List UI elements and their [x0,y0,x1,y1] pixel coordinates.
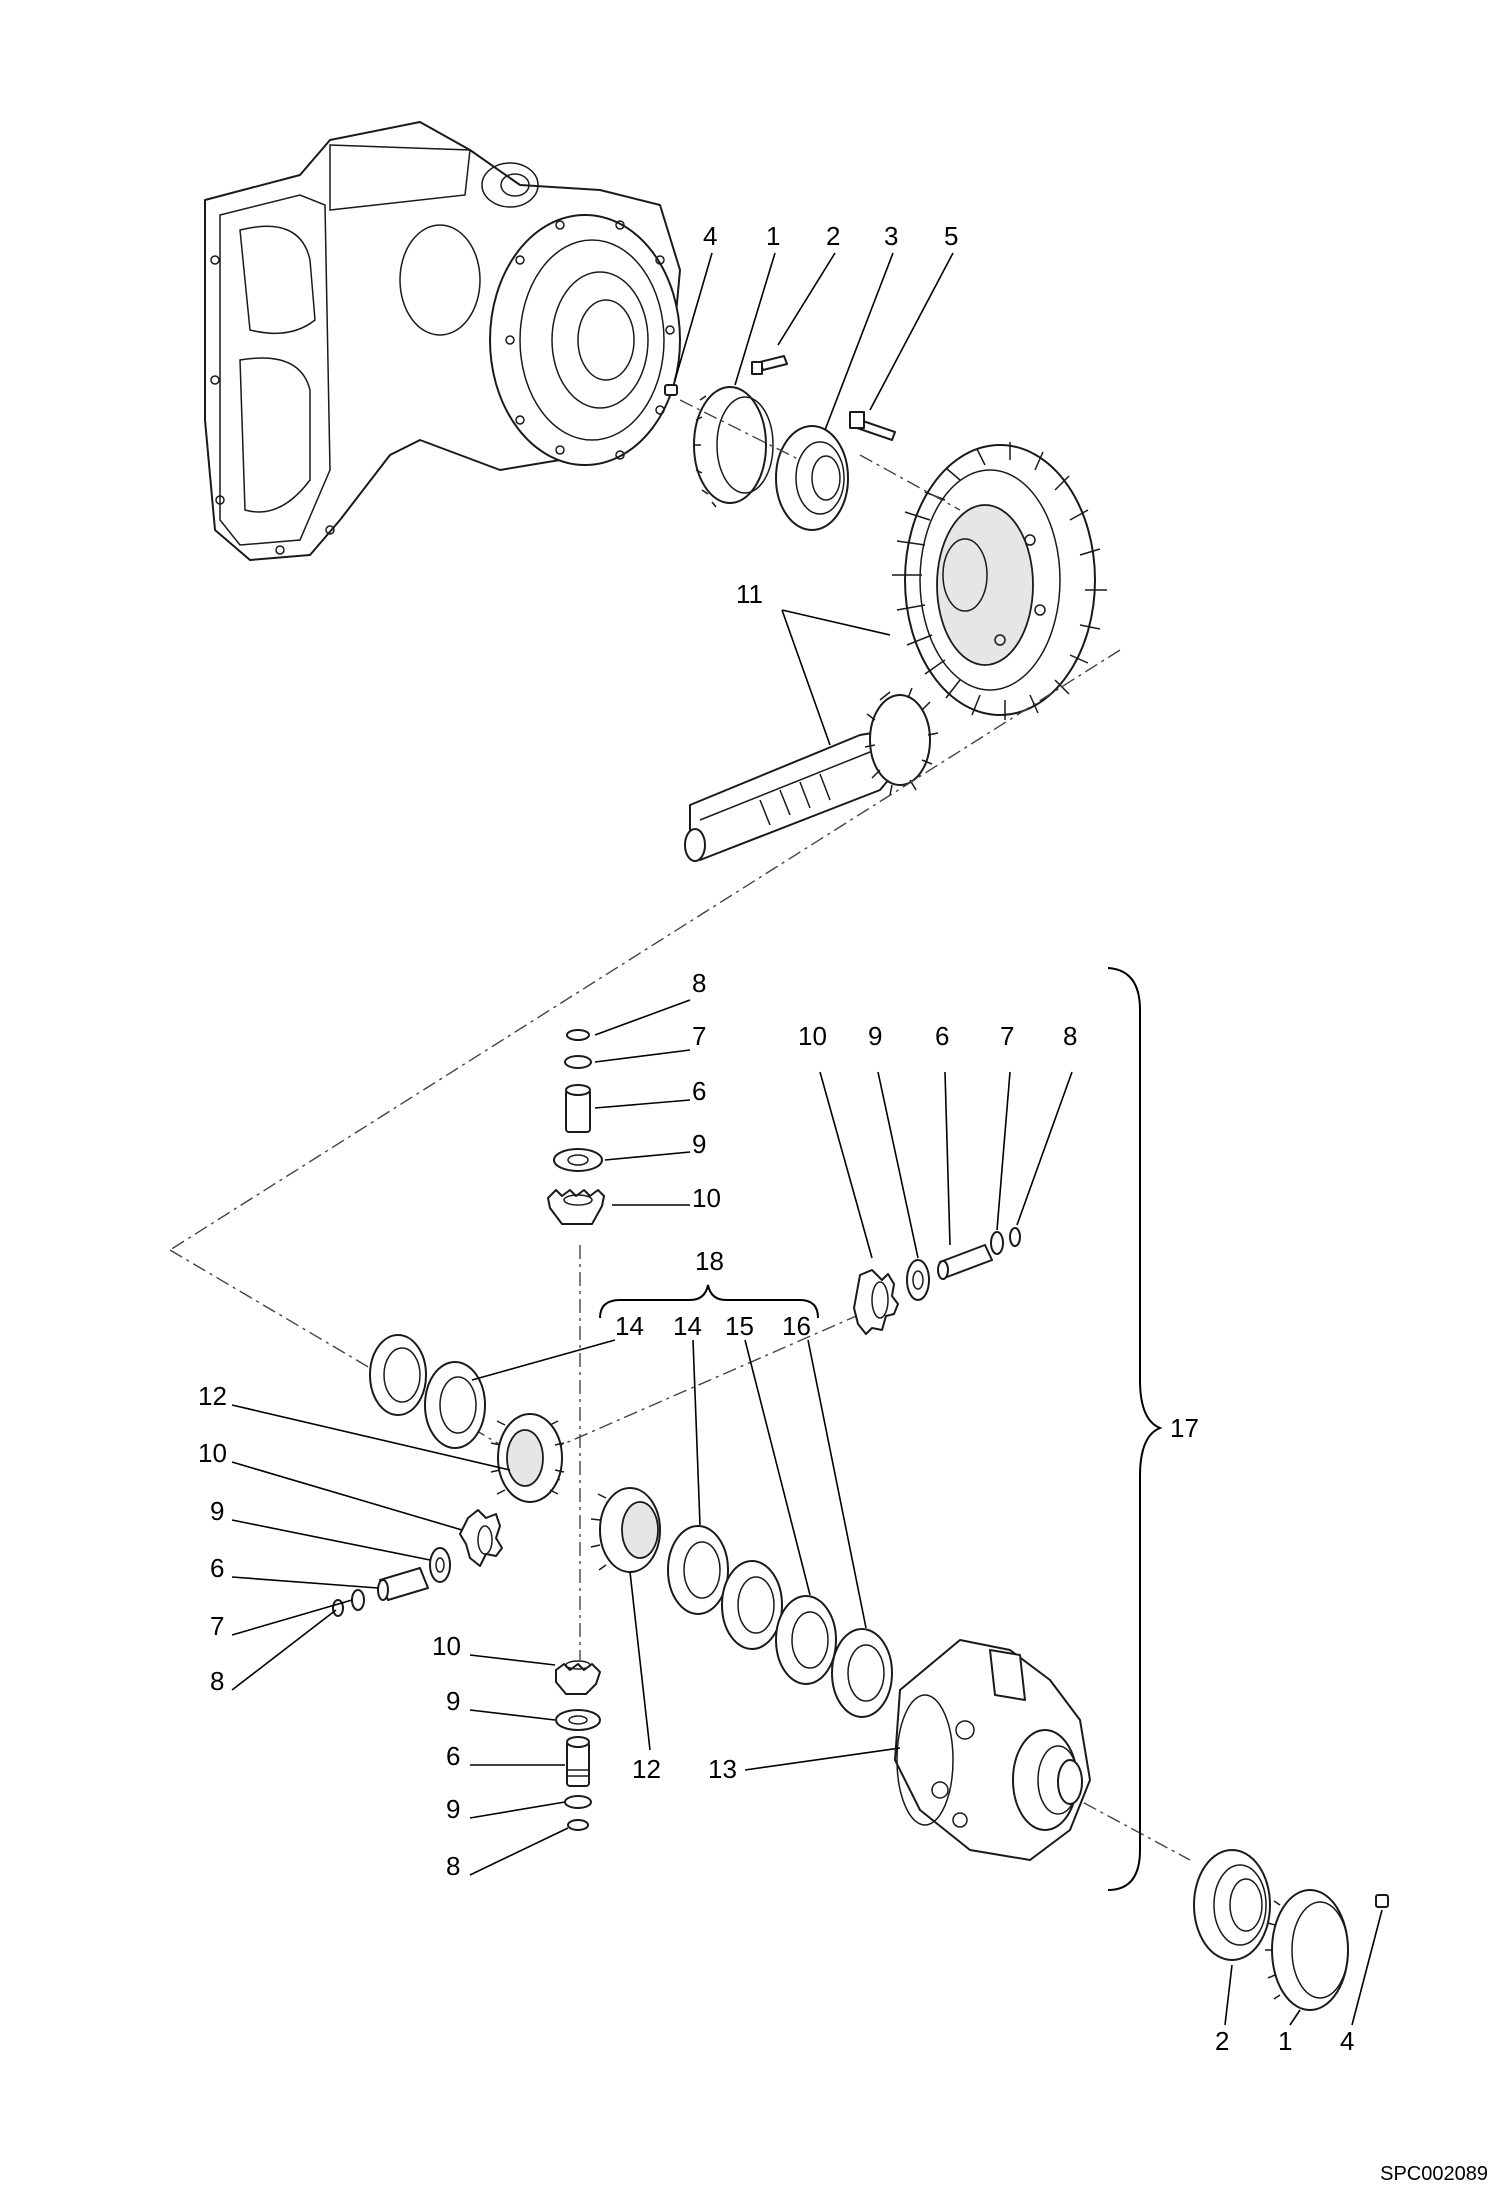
callout: 12 [632,1754,661,1784]
assembly-axis-lines [169,399,1191,1861]
gear-part-10-right [853,1269,899,1335]
gear-part-10-left [459,1509,503,1567]
callout: 14 [615,1311,644,1341]
o-ring-part-7-upper [564,1055,592,1069]
callout: 17 [1170,1413,1199,1443]
callout-numbers: 4 1 2 3 5 11 8 7 6 9 10 10 9 6 7 8 18 14… [198,221,1354,2056]
callout: 9 [868,1021,882,1051]
callout: 18 [695,1246,724,1276]
callout: 6 [446,1741,460,1771]
adjusting-ring-part-1-bottom [1265,1889,1349,2011]
callout: 4 [703,221,717,251]
callout: 15 [725,1311,754,1341]
side-gear-part-12-upper [490,1413,565,1503]
callout: 2 [1215,2026,1229,2056]
callout: 9 [210,1496,224,1526]
callout: 9 [446,1686,460,1716]
washer-part-9-left [429,1547,451,1583]
callout: 9 [692,1129,706,1159]
pin-part-6-right [937,1244,993,1280]
bearing-part-3-top [775,425,849,531]
pin-part-6-left [377,1567,429,1601]
bolt-part-5-top [849,411,896,441]
callout: 8 [446,1851,460,1881]
callout: 3 [884,221,898,251]
brace-18 [599,1284,819,1319]
disc-part-14-left [424,1361,486,1449]
callout: 13 [708,1754,737,1784]
o-ring-part-7-left [351,1589,365,1611]
o-ring-part-9-lower-b [564,1795,592,1809]
callout: 6 [935,1021,949,1051]
gear-part-10-lower [555,1660,601,1695]
screw-part-4-bottom [1375,1894,1389,1908]
callout: 11 [736,579,763,609]
callout: 2 [826,221,840,251]
callout: 14 [673,1311,702,1341]
callout: 7 [210,1611,224,1641]
callout: 6 [210,1553,224,1583]
callout: 1 [766,221,780,251]
callout: 10 [198,1438,227,1468]
crown-wheel-part-11 [892,442,1107,720]
callout: 7 [692,1021,706,1051]
disc-part-16 [831,1628,893,1718]
callout: 10 [432,1631,461,1661]
callout: 10 [798,1021,827,1051]
gear-part-10-upper [547,1189,605,1225]
screw-part-2-top [751,355,788,375]
washer-part-9-right [906,1259,930,1301]
o-ring-part-7-right [990,1231,1004,1255]
leader-lines [231,252,1383,2026]
disc-left-outer [369,1334,427,1416]
disc-part-14-center [667,1525,729,1615]
adjusting-ring-part-1-top [693,386,774,508]
callout: 9 [446,1794,460,1824]
callout: 8 [210,1666,224,1696]
drawing-code: SPC002089 [1380,2163,1488,2185]
callout: 1 [1278,2026,1292,2056]
callout: 7 [1000,1021,1014,1051]
differential-case-part-13 [894,1639,1091,1861]
screw-part-4-top [664,384,678,396]
snap-ring-part-8-right [1009,1227,1021,1247]
disc-center-2 [721,1560,783,1650]
callout: 4 [1340,2026,1354,2056]
washer-part-9-upper [553,1148,603,1172]
callout: 5 [944,221,958,251]
brace-17 [1107,967,1163,1891]
pin-part-6-lower [566,1736,590,1787]
snap-ring-part-8-lower [567,1819,589,1831]
callout: 8 [692,968,706,998]
pinion-shaft-part-11 [684,687,939,862]
washer-part-9-lower-a [555,1709,601,1731]
axle-housing [204,121,681,561]
snap-ring-part-8-upper [566,1029,590,1041]
bearing-part-2-bottom [1193,1849,1271,1961]
disc-part-15 [775,1595,837,1685]
callout: 16 [782,1311,811,1341]
pin-part-6-upper [565,1084,591,1133]
callout: 8 [1063,1021,1077,1051]
callout: 6 [692,1076,706,1106]
side-gear-part-12-lower [590,1487,661,1573]
callout: 12 [198,1381,227,1411]
callout: 10 [692,1183,721,1213]
